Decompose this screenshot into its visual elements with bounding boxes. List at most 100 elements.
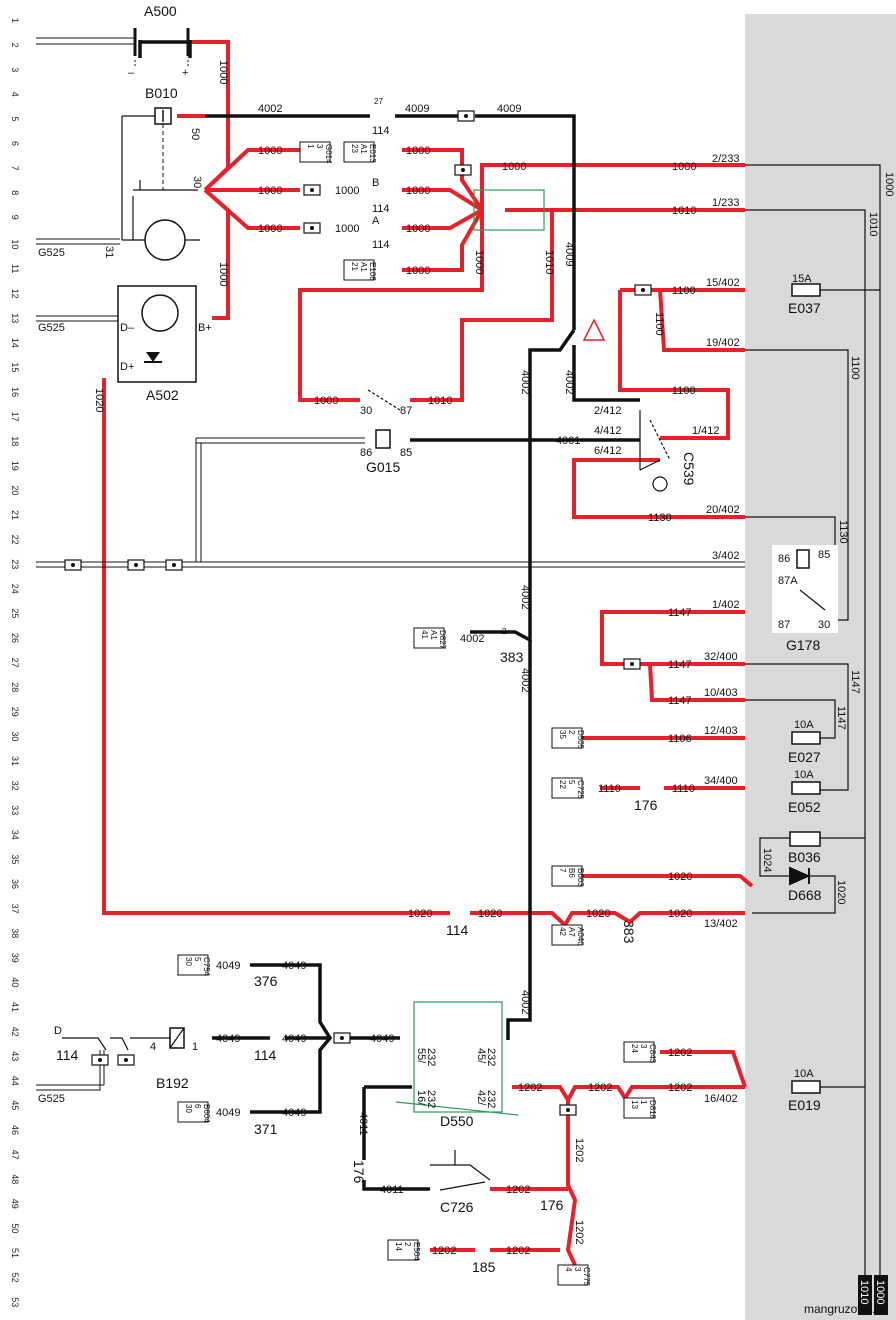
fuse-e027-rating: 10A — [794, 719, 814, 731]
wire-4011-a: 4011 — [357, 1112, 369, 1136]
ref-box-text: 13 — [630, 1100, 639, 1109]
ref-box-text: B6 — [567, 868, 576, 878]
pin-2-a: 2 — [502, 627, 507, 636]
term-12-403: 12/403 — [704, 725, 738, 737]
wire-4049-c: 4049 — [216, 1033, 240, 1045]
alternator-symbol — [117, 285, 197, 383]
row-number: 41 — [10, 1002, 20, 1012]
row-number: 5 — [10, 116, 20, 121]
row-number: 42 — [10, 1027, 20, 1037]
wire-1010-a: 1010 — [672, 205, 696, 217]
row-number: 36 — [10, 879, 20, 889]
wire-4049-f: 4049 — [216, 1107, 240, 1119]
pin-a: A — [372, 215, 380, 227]
fuse-e037-label: E037 — [788, 300, 821, 316]
alternator-label: A502 — [146, 387, 179, 403]
ref-box-frame — [557, 1264, 589, 1286]
ref-box-text: 3 — [573, 1267, 582, 1272]
wire-1147-c: 1147 — [849, 670, 861, 694]
fuse-e037-symbol — [791, 283, 821, 297]
connector-plug-dot — [134, 563, 138, 567]
row-number: 13 — [10, 313, 20, 323]
ecu-pin-16: 16/ — [415, 1090, 427, 1106]
ref-box-text: C754 — [202, 957, 211, 977]
bus-tag-1000-text: 1000 — [874, 1280, 886, 1304]
diode-d668-label: D668 — [788, 887, 822, 903]
resistor-b036-label: B036 — [788, 849, 821, 865]
wire-1130-b: 1130 — [837, 520, 849, 544]
bus-tag-1010-text: 1010 — [858, 1280, 870, 1304]
row-number: 11 — [10, 264, 20, 273]
wire-1000-d: 1000 — [258, 185, 282, 197]
wire-1202-h: 1202 — [432, 1245, 456, 1257]
ground-label-2: G525 — [38, 322, 65, 334]
g178-pin-85: 85 — [818, 549, 830, 561]
g178-pin-30: 30 — [818, 619, 830, 631]
ref-box-text: 30 — [184, 957, 193, 966]
ref-box-text: A1 — [359, 262, 368, 272]
connector-plug-dot — [98, 1058, 102, 1062]
pin-bplus: B+ — [198, 322, 212, 334]
ground-label-3: G525 — [38, 1093, 65, 1105]
fuse-e027-symbol — [791, 731, 821, 745]
ecu-pin-232-d: 232 — [485, 1090, 497, 1108]
ecu-pin-232-b: 232 — [485, 1048, 497, 1066]
wire-1100-d: 1100 — [672, 385, 696, 397]
wire-4009-b: 4009 — [497, 103, 521, 115]
conn-176-a: 176 — [634, 797, 658, 813]
bus-tag-1010 — [858, 1275, 872, 1315]
bus-tag-1000 — [874, 1275, 888, 1315]
ref-box-text: C843 — [648, 1044, 657, 1064]
wire-1000-m: 1000 — [672, 161, 696, 173]
row-number: 14 — [10, 338, 20, 348]
wire-1202-g: 1202 — [573, 1220, 585, 1244]
row-number: 2 — [10, 43, 20, 48]
battery-label: A500 — [144, 3, 177, 19]
wire-4011-b: 4011 — [380, 1184, 404, 1196]
ref-box-text: D827 — [438, 630, 447, 650]
row-number: 9 — [10, 215, 20, 220]
ref-box-text: 1 — [306, 144, 315, 149]
wire-1020-d: 1020 — [586, 908, 610, 920]
row-number: 52 — [10, 1273, 20, 1283]
bus-label-1000: 1000 — [883, 172, 895, 196]
switch-c726-label: C726 — [440, 1199, 474, 1215]
wire-4001: 4001 — [556, 435, 580, 447]
ref-box-text: 5 — [193, 957, 202, 962]
relay-g178-contact — [799, 589, 826, 611]
term-16-402: 16/402 — [704, 1093, 738, 1105]
row-number-column: 1234567891011121314151617181920212223242… — [10, 18, 20, 1307]
term-15-402: 15/402 — [706, 277, 740, 289]
wire-1100-b: 1100 — [653, 312, 665, 336]
row-number: 3 — [10, 67, 20, 72]
ref-box-frame — [413, 627, 445, 649]
relay-g178-label: G178 — [786, 637, 820, 653]
row-number: 4 — [10, 92, 20, 97]
connector-plug-dot — [641, 288, 645, 292]
pin-d: D — [54, 1025, 62, 1037]
wire-1147-a: 1147 — [668, 607, 692, 619]
ref-box-text: 2 — [403, 1242, 412, 1247]
pin-dminus: D– — [120, 322, 135, 334]
resistor-b036-symbol — [789, 831, 821, 847]
term-34-400: 34/400 — [704, 775, 738, 787]
bus-label-1010: 1010 — [867, 212, 879, 236]
row-number: 25 — [10, 608, 20, 618]
wire-1020-f: 1020 — [93, 388, 105, 412]
relay-g015-label: G015 — [366, 459, 400, 475]
ref-box-frame — [551, 865, 583, 887]
valve-b192-label: B192 — [156, 1075, 189, 1091]
term-1-402: 1/402 — [712, 599, 740, 611]
ref-box-text: 23 — [350, 144, 359, 153]
row-number: 28 — [10, 682, 20, 692]
ecu-d550-label: D550 — [440, 1113, 474, 1129]
term-2-412: 2/412 — [594, 405, 622, 417]
conn-114-d: 114 — [446, 922, 469, 938]
wire-1147-d: 1147 — [668, 695, 692, 707]
